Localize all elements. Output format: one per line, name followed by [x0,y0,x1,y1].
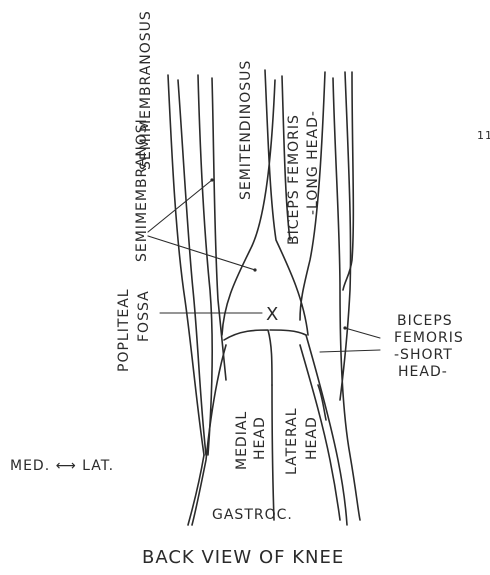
label-biceps-short-1: BICEPS [397,313,453,329]
semimembranosi-pointer-1 [148,180,212,232]
biceps-short-dot [343,326,346,329]
biceps-short-pointer-1 [345,328,380,338]
label-medial: MEDIAL [234,411,250,470]
label-gastroc: GASTROC. [212,507,293,523]
semimembranosus-outline [168,75,204,455]
label-lateral: LATERAL [284,407,300,475]
gastroc-central-seam [272,385,274,520]
semimembranosi-dot-1 [210,178,213,181]
label-medial-head: HEAD [252,416,268,460]
label-popliteal: POPLITEAL [116,288,132,372]
semimembranosi-dot-2 [253,268,256,271]
label-lateral-head: HEAD [304,416,320,460]
label-biceps-short-3: -SHORT [394,347,453,363]
label-fossa: FOSSA [136,290,152,342]
medial-head-outline [192,345,226,525]
label-semimembranosi: SEMIMEMBRANOSI [134,118,150,262]
label-biceps-long-2: -LONG HEAD- [305,110,321,215]
biceps-short-outline-3 [343,72,353,290]
fossa-lower-lateral [270,330,306,335]
label-semitendinosus: SEMITENDINOSUS [238,60,254,200]
orientation-label: MED. ⟷ LAT. [10,458,114,474]
medial-calf-border [188,455,204,525]
biceps-short-pointer-2 [320,350,380,352]
page-number: 11 [477,129,490,142]
label-biceps-short-2: FEMORIS [394,330,464,346]
label-biceps-long-1: BICEPS FEMORIS [286,114,302,245]
diagram-title: BACK VIEW OF KNEE [142,547,344,568]
fossa-marker: X [266,304,279,325]
semitendinosus-inner [212,78,226,380]
semitendinosus-outline [198,75,212,455]
label-biceps-short-4: HEAD- [398,364,448,380]
semimembranosi-pointer-2 [148,236,255,270]
semimembranosus-inner [178,80,206,455]
fossa-lower-medial [224,330,272,385]
